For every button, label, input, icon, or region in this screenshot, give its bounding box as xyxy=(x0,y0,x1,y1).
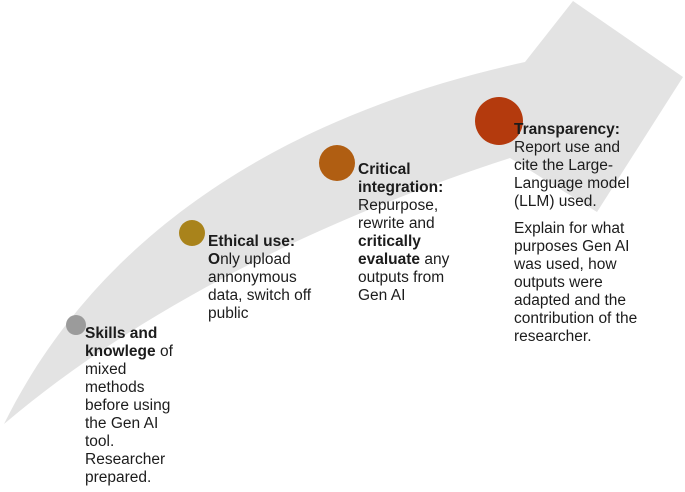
stage-marker-skills xyxy=(66,315,86,335)
stage-text-run: Explain for what purposes Gen AI was use… xyxy=(514,220,638,345)
stage-text-run: Report use and cite the Large- Language … xyxy=(514,139,630,210)
stage-text-bold-run: Skills and knowlege xyxy=(85,325,158,360)
stage-text-run: nly upload annonymous data, switch off p… xyxy=(208,251,312,322)
stage-paragraph: Transparency: Report use and cite the La… xyxy=(514,121,672,211)
stage-paragraph: Explain for what purposes Gen AI was use… xyxy=(514,220,672,346)
stage-text-bold-run: Transparency: xyxy=(514,121,620,138)
stage-text-bold-run: Ethical use: O xyxy=(208,233,295,268)
stage-text-transparency: Transparency: Report use and cite the La… xyxy=(514,121,672,346)
stage-text-bold-run: critically evaluate xyxy=(358,233,421,268)
stage-marker-critical-integration xyxy=(319,145,355,181)
stage-marker-transparency xyxy=(475,97,523,145)
stage-text-bold-run: Critical integration: xyxy=(358,161,444,196)
stage-text-ethical-use: Ethical use: Only upload annonymous data… xyxy=(208,233,340,323)
stage-text-run: Repurpose, rewrite and xyxy=(358,197,439,232)
stage-paragraph: Skills and knowlege of mixed methods bef… xyxy=(85,325,190,487)
stage-paragraph: Ethical use: Only upload annonymous data… xyxy=(208,233,340,323)
stage-text-critical-integration: Critical integration: Repurpose, rewrite… xyxy=(358,161,480,305)
stage-paragraph: Critical integration: Repurpose, rewrite… xyxy=(358,161,480,305)
stage-text-run: of mixed methods before using the Gen AI… xyxy=(85,343,173,486)
stage-marker-ethical-use xyxy=(179,220,205,246)
stage-text-skills: Skills and knowlege of mixed methods bef… xyxy=(85,325,190,487)
stage-text-run: any outputs from Gen AI xyxy=(358,251,450,304)
